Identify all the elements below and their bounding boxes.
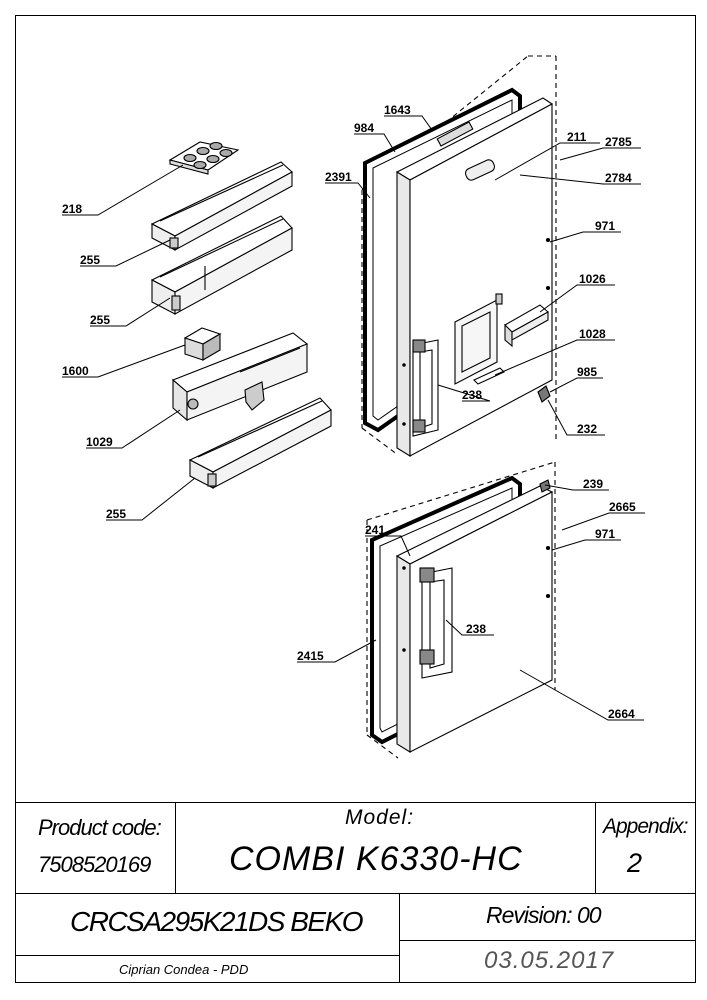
part-label-241: 241 [365,523,385,537]
product-code-value: 7508520169 [38,852,151,877]
revision-date: 03.05.2017 [484,947,615,974]
part-label-255: 255 [80,253,100,267]
part-label-2665: 2665 [609,500,636,514]
part-label-1029: 1029 [86,435,113,449]
part-label-238: 238 [462,388,482,402]
leader-lines [62,115,645,721]
appendix-divider [595,802,596,893]
dispenser-hinge-part [504,304,549,348]
model-label: Model: [345,806,415,829]
exploded-parts-diagram: 218 255 255 1600 1029 255 984 1643 2391 … [62,55,645,759]
appendix-value: 2 [627,848,643,878]
part-label-239: 239 [583,477,603,491]
upper-door-envelope [361,55,557,456]
revision-row-border [399,940,696,941]
part-label-2391: 2391 [325,170,352,184]
dispenser-cap [183,327,222,361]
upper-door-panel [395,97,554,457]
part-label-1026: 1026 [579,272,606,286]
part-label-238: 238 [466,622,486,636]
revision-label: Revision: 00 [486,902,602,928]
part-label-232: 232 [577,422,597,436]
author-row-border [15,955,399,956]
part-label-211: 211 [567,130,587,144]
part-label-218: 218 [62,202,82,216]
part-label-255: 255 [106,507,126,521]
part-label-984: 984 [354,121,374,135]
part-label-2785: 2785 [605,135,632,149]
revision-divider [399,893,400,983]
product-code-label: Product code: [38,815,162,840]
author-name: Ciprian Condea - PDD [119,962,249,977]
product-name: CRCSA295K21DS BEKO [70,906,364,937]
lower-door-envelope [366,461,556,759]
part-label-2415: 2415 [297,649,324,663]
part-label-1028: 1028 [579,327,606,341]
dispenser-lever [473,367,505,385]
title-block-top-border [15,802,696,803]
part-label-985: 985 [577,365,597,379]
drawing-frame [15,15,696,983]
part-label-2664: 2664 [608,707,635,721]
hinge-bushing [537,385,551,403]
title-block-middle-border [15,893,696,894]
part-label-255: 255 [90,313,110,327]
door-shelf-lower [188,397,332,489]
part-label-971: 971 [595,527,615,541]
lower-door-panel [395,479,554,753]
door-shelf-middle [150,215,293,315]
appendix-label: Appendix: [603,815,688,838]
part-labels: 218 255 255 1600 1029 255 984 1643 2391 … [62,103,636,721]
part-label-971: 971 [595,219,615,233]
model-value: COMBI K6330-HC [229,840,523,878]
product-code-divider [175,802,176,893]
door-shelf-upper [150,161,293,251]
egg-tray [168,141,240,175]
part-label-1643: 1643 [384,103,411,117]
water-dispenser-tank [171,332,309,422]
part-label-1600: 1600 [62,364,89,378]
part-label-2784: 2784 [605,171,632,185]
